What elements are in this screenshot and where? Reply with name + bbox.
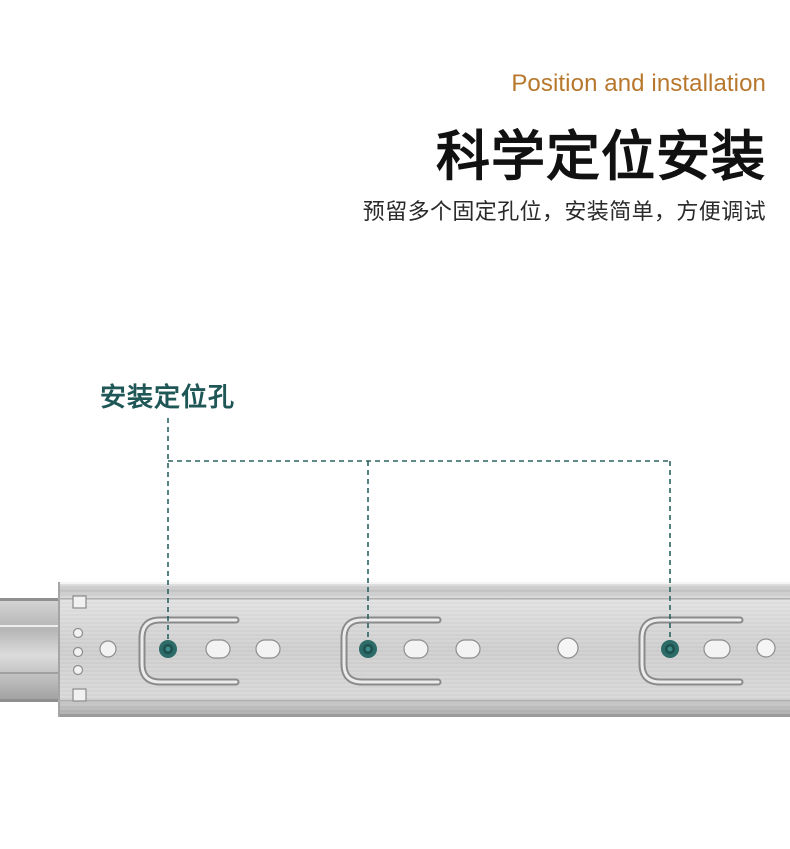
callout-leader-lines: [167, 418, 671, 640]
rail-corner-notches: [72, 595, 87, 702]
positioning-hole-3: [661, 640, 679, 658]
mounting-bracket-3: [638, 616, 776, 686]
mounting-hole-callout-label: 安装定位孔: [100, 383, 236, 413]
rail-end-holes: [72, 627, 117, 676]
rail-middle-hole: [557, 637, 579, 659]
mounting-bracket-2: [340, 616, 481, 686]
positioning-hole-1: [159, 640, 177, 658]
mounting-bracket-1: [138, 616, 281, 686]
feature-description: 预留多个固定孔位，安装简单，方便调试: [362, 200, 766, 225]
positioning-hole-markers: [159, 640, 679, 658]
positioning-hole-2: [359, 640, 377, 658]
page-title: 科学定位安装: [436, 125, 766, 188]
subtitle-english: Position and installation: [511, 70, 766, 97]
